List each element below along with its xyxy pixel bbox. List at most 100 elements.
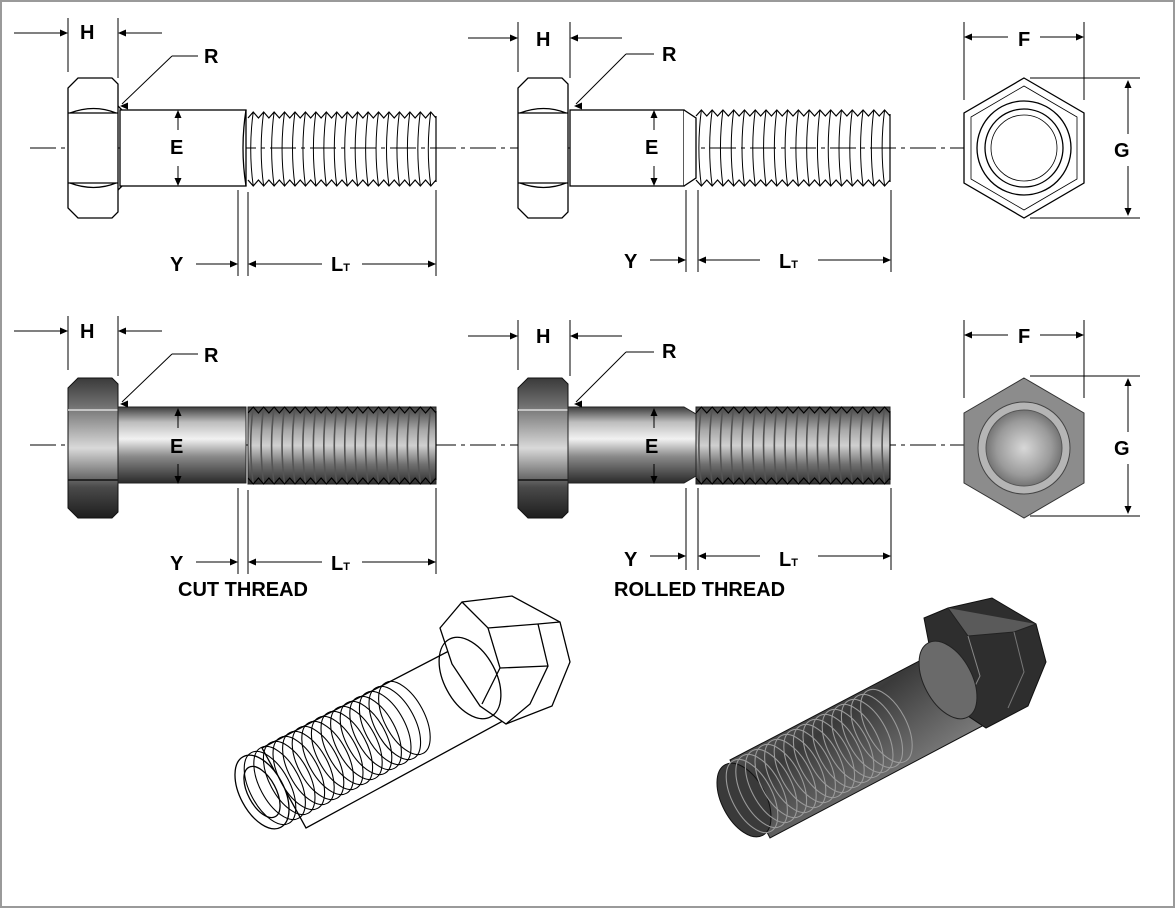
arrow (1124, 208, 1132, 216)
arrow (650, 476, 658, 484)
label-lt-sub: T (791, 557, 798, 569)
arrow (964, 331, 972, 339)
iso-thread-ring-shaded (792, 723, 846, 799)
cut-thread-bot-crest (270, 406, 275, 485)
cut-thread-bot-crest (417, 406, 422, 485)
rolled-thread-bot-crest (827, 406, 832, 485)
label-g-bot: G (1114, 438, 1130, 460)
rolled-thread-top-crest (773, 109, 778, 187)
cut-thread-top-crest (406, 111, 411, 187)
rolled-thread-top-crest (741, 109, 745, 187)
cut-thread-top-crest (333, 111, 338, 187)
label-r-bot-left: R (204, 345, 219, 367)
label-h-bot-mid: H (536, 326, 550, 348)
label-y-top-left: Y (170, 254, 184, 276)
rolled-thread-bot-crest (849, 406, 854, 485)
iso-thread-ring-shaded (783, 728, 836, 804)
cut-thread-bot-crest (396, 406, 401, 485)
arrow (118, 327, 126, 335)
label-e-bot-left: E (170, 436, 183, 458)
label-e-top-left: E (170, 137, 183, 159)
cut-thread-top-top-edge (247, 111, 437, 119)
cut-thread-top-crest (354, 111, 359, 187)
rolled-thread-top-crest (784, 109, 789, 187)
bolt-end-view-line (963, 77, 1085, 219)
arrow (1076, 331, 1084, 339)
rolled-thread-bot-top-edge (695, 406, 891, 414)
cut-thread-bot-crest (302, 406, 307, 485)
iso-thread-ring (310, 715, 364, 791)
iso-thread-ring-shaded (735, 753, 788, 829)
arrow (883, 256, 891, 264)
arrow (428, 558, 436, 566)
rolled-thread-top-crest (881, 109, 886, 187)
label-lt-top-mid: LT (779, 251, 798, 273)
arrow (120, 102, 128, 110)
rolled-thread-top-crest (860, 109, 864, 187)
cut-thread-bot-crest (291, 406, 296, 485)
bolt-cut-thread-line (67, 77, 437, 219)
iso-thread-ring (291, 725, 345, 801)
arrow (698, 256, 706, 264)
rolled-thread-top-crest (827, 109, 832, 187)
iso-thread-ring (378, 680, 431, 756)
rolled-thread-bot-crest (859, 406, 864, 485)
rolled-thread-bot-crest (719, 406, 724, 485)
rolled-thread-bot-crest (881, 406, 886, 485)
arrow (650, 408, 658, 416)
arrow (230, 260, 238, 268)
arrow (1124, 506, 1132, 514)
label-y-bot-mid: Y (624, 549, 638, 571)
cut-thread-top-crest (375, 111, 380, 187)
arrow (1124, 80, 1132, 88)
arrow (60, 29, 68, 37)
cut-thread-top-crest (250, 111, 254, 187)
label-h-top-mid: H (536, 29, 550, 51)
cut-thread-top-crest (281, 111, 286, 187)
arrow (678, 552, 686, 560)
cut-thread-bot-crest (354, 406, 359, 485)
rolled-thread-top-crest (709, 109, 713, 187)
rolled-thread-bot-crest (816, 406, 821, 485)
cut-thread-top-crest (386, 111, 390, 187)
iso-thread-ring-shaded (812, 713, 865, 789)
leader (575, 53, 627, 105)
rolled-thread-bot-crest (730, 406, 735, 485)
cut-thread-bot-crest (343, 406, 349, 485)
arrow (428, 260, 436, 268)
arrow (964, 33, 972, 41)
label-r-bot-mid: R (662, 341, 677, 363)
rolled-thread-top-crest (816, 109, 821, 187)
cut-thread-bot-bottom-edge (247, 477, 437, 485)
rolled-thread-bot-crest (805, 406, 810, 485)
cut-thread-bot-crest (406, 406, 411, 485)
label-lt-main: L (331, 254, 343, 276)
iso-thread-ring-shaded (725, 758, 779, 834)
arrow (570, 332, 578, 340)
cut-thread-bot-crest (333, 406, 338, 485)
bolt-isometric-line (234, 595, 571, 830)
rolled-thread-top-crest (730, 109, 735, 187)
leader (121, 353, 173, 403)
iso-thread-ring-shaded (840, 698, 894, 774)
cut-thread-bot-crest (260, 406, 265, 485)
rolled-thread-bot-crest (838, 406, 843, 485)
arrow (574, 400, 582, 408)
iso-thread-ring-shaded (850, 693, 904, 769)
rolled-thread-bot-crest (752, 406, 757, 485)
cut-thread-top-crest (323, 111, 327, 187)
arrow (174, 476, 182, 484)
iso-thread-ring (320, 710, 374, 786)
rolled-thread-top-bottom-edge (695, 179, 891, 187)
cut-thread-top-crest (292, 111, 296, 187)
arrow (120, 400, 128, 408)
bolt-end-view-shaded (963, 377, 1085, 519)
label-lt-sub: T (343, 561, 350, 573)
caption-rolled-thread: ROLLED THREAD (614, 579, 785, 601)
iso-thread-ring (368, 685, 422, 761)
rolled-thread-bot-crest (773, 406, 778, 485)
label-lt-bot-left: LT (331, 553, 350, 575)
